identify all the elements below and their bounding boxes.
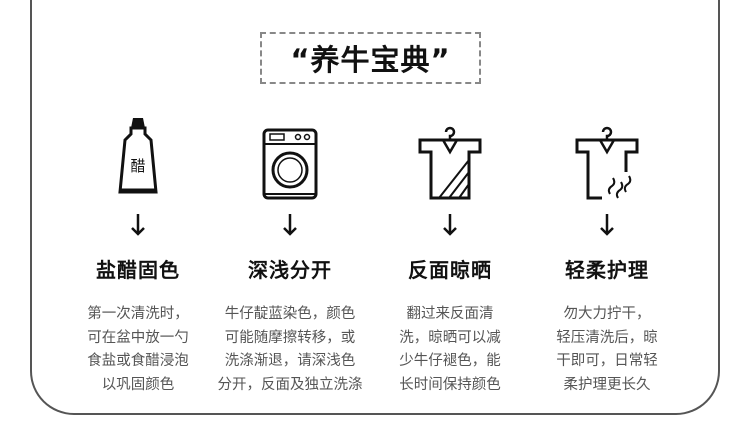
vinegar-label: 醋 bbox=[130, 157, 145, 175]
desc-line: 干即可，日常轻 bbox=[556, 353, 658, 369]
shirt-drying-icon bbox=[527, 110, 687, 202]
tip-description: 翻过来反面清 洗，晾晒可以减 少牛仔褪色，能 长时间保持颜色 bbox=[370, 303, 530, 397]
desc-line: 柔护理更长久 bbox=[563, 376, 651, 393]
card-frame bbox=[30, 0, 720, 415]
desc-line: 第一次清洗时， bbox=[87, 306, 189, 322]
arrow-down-icon bbox=[210, 214, 370, 242]
tip-heading: 反面晾晒 bbox=[408, 258, 492, 282]
washing-machine-icon bbox=[210, 110, 370, 202]
desc-line: 轻压清洗后，晾 bbox=[556, 329, 658, 346]
tip-description: 勿大力拧干， 轻压清洗后，晾 干即可，日常轻 柔护理更长久 bbox=[527, 303, 687, 397]
desc-line: 长时间保持颜色 bbox=[399, 376, 501, 393]
arrow-down-icon bbox=[527, 214, 687, 242]
desc-line: 翻过来反面清 bbox=[406, 306, 494, 322]
desc-line: 牛仔靛蓝染色，颜色 bbox=[224, 306, 356, 322]
vinegar-bottle-icon: 醋 bbox=[58, 110, 218, 202]
tip-heading: 盐醋固色 bbox=[96, 258, 180, 282]
arrow-down-icon bbox=[58, 214, 218, 242]
desc-line: 可能随摩擦转移，或 bbox=[224, 329, 356, 346]
desc-line: 食盐或食醋浸泡 bbox=[87, 353, 189, 369]
tip-heading: 深浅分开 bbox=[248, 258, 332, 282]
arrow-down-icon bbox=[370, 214, 530, 242]
tip-description: 牛仔靛蓝染色，颜色 可能随摩擦转移，或 洗涤渐退，请深浅色 分开，反面及独立洗涤 bbox=[210, 303, 370, 397]
page-title: “养牛宝典” bbox=[290, 43, 451, 77]
tip-gentle-care: 轻柔护理 勿大力拧干， 轻压清洗后，晾 干即可，日常轻 柔护理更长久 bbox=[527, 110, 687, 397]
desc-line: 洗涤渐退，请深浅色 bbox=[224, 353, 356, 369]
desc-line: 洗，晾晒可以减 bbox=[399, 329, 501, 346]
shirt-on-hanger-icon bbox=[370, 110, 530, 202]
desc-line: 分开，反面及独立洗涤 bbox=[217, 376, 363, 393]
tip-dry-inside-out: 反面晾晒 翻过来反面清 洗，晾晒可以减 少牛仔褪色，能 长时间保持颜色 bbox=[370, 110, 530, 397]
desc-line: 勿大力拧干， bbox=[563, 306, 651, 322]
desc-line: 可在盆中放一勺 bbox=[87, 329, 189, 346]
title-box: “养牛宝典” bbox=[260, 32, 481, 84]
desc-line: 少牛仔褪色，能 bbox=[399, 353, 501, 369]
desc-line: 以巩固颜色 bbox=[101, 376, 175, 393]
tip-salt-vinegar: 醋 盐醋固色 第一次清洗时， 可在盆中放一勺 食盐或食醋浸泡 以巩固颜色 bbox=[58, 110, 218, 397]
tip-description: 第一次清洗时， 可在盆中放一勺 食盐或食醋浸泡 以巩固颜色 bbox=[58, 303, 218, 397]
tip-separate-colors: 深浅分开 牛仔靛蓝染色，颜色 可能随摩擦转移，或 洗涤渐退，请深浅色 分开，反面… bbox=[210, 110, 370, 397]
tip-heading: 轻柔护理 bbox=[565, 258, 649, 282]
